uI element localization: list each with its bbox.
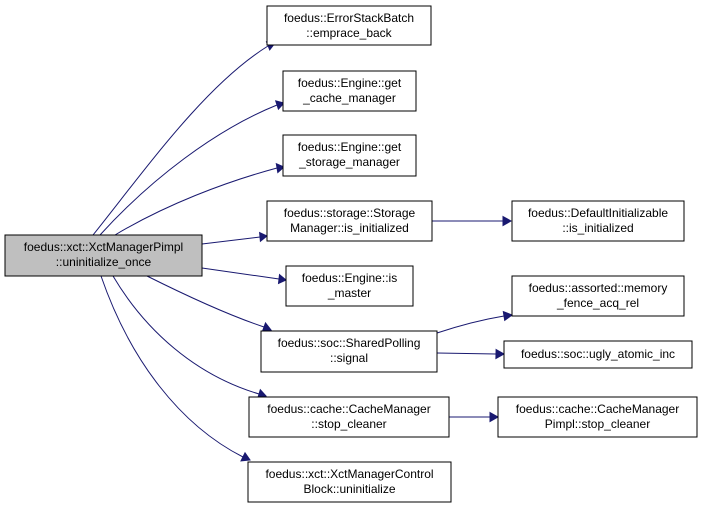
node-ctrlblock-line1: foedus::xct::XctManagerControl [265,467,433,481]
node-getstorage-line1: foedus::Engine::get [298,140,402,154]
edge-root-to-getstorage [114,162,285,236]
node-uglyatomic[interactable]: foedus::soc::ugly_atomic_inc [503,340,693,369]
node-errstack[interactable]: foedus::ErrorStackBatch ::emprace_back [266,5,432,46]
edge-root-to-getcache [99,100,285,236]
node-getcache-line1: foedus::Engine::get [298,76,402,90]
edge-storagemgr-to-definit [432,215,513,227]
node-cachestop[interactable]: foedus::cache::CacheManager ::stop_clean… [248,396,450,438]
edge-root-to-storagemgr [201,231,268,245]
node-root[interactable]: foedus::xct::XctManagerPimpl ::uninitial… [4,234,203,277]
node-storagemgr-line1: foedus::storage::Storage [284,206,416,220]
edge-root-to-cachestop [112,275,267,400]
node-getstorage-line2: _storage_manager [298,155,400,169]
node-sharedpolling-line2: ::signal [330,351,368,365]
node-storagemgr[interactable]: foedus::storage::Storage Manager::is_ini… [266,200,433,242]
edge-root-to-errstack [92,41,276,236]
edge-root-to-sharedpolling [146,275,272,332]
node-ismaster[interactable]: foedus::Engine::is _master [285,265,414,307]
node-cachestop-line1: foedus::cache::CacheManager [267,402,430,416]
node-ismaster-line1: foedus::Engine::is [302,271,397,285]
node-errstack-line1: foedus::ErrorStackBatch [284,11,414,25]
node-getcache[interactable]: foedus::Engine::get _cache_manager [282,70,417,112]
node-definit-line1: foedus::DefaultInitializable [528,206,668,220]
node-definit-line2: ::is_initialized [562,221,633,235]
node-sharedpolling-line1: foedus::soc::SharedPolling [278,336,421,350]
edge-sharedpolling-to-uglyatomic [436,348,506,360]
edge-root-to-ctrlblock [100,275,251,462]
node-storagemgr-line2: Manager::is_initialized [290,221,409,235]
node-getcache-line2: _cache_manager [302,91,396,105]
node-pimplstop-line1: foedus::cache::CacheManager [516,402,679,416]
edge-cachestop-to-pimplstop [449,411,500,423]
node-pimplstop-line2: Pimpl::stop_cleaner [545,417,650,431]
edge-sharedpolling-to-memfence [436,310,514,334]
node-root-line1: foedus::xct::XctManagerPimpl [24,240,183,254]
edge-root-to-ismaster [201,267,287,285]
node-cachestop-line2: ::stop_cleaner [311,417,386,431]
node-ctrlblock[interactable]: foedus::xct::XctManagerControl Block::un… [247,461,452,503]
node-definit[interactable]: foedus::DefaultInitializable ::is_initia… [511,200,685,242]
node-memfence[interactable]: foedus::assorted::memory _fence_acq_rel [511,275,685,317]
node-memfence-line2: _fence_acq_rel [556,296,639,310]
node-ctrlblock-line2: Block::uninitialize [303,482,395,496]
node-uglyatomic-line1: foedus::soc::ugly_atomic_inc [521,347,675,361]
node-root-line2: ::uninitialize_once [56,255,152,269]
node-pimplstop[interactable]: foedus::cache::CacheManager Pimpl::stop_… [497,396,698,438]
node-sharedpolling[interactable]: foedus::soc::SharedPolling ::signal [260,330,438,373]
node-errstack-line2: ::emprace_back [306,26,392,40]
node-getstorage[interactable]: foedus::Engine::get _storage_manager [282,134,417,177]
node-ismaster-line2: _master [327,286,371,300]
node-memfence-line1: foedus::assorted::memory [529,281,668,295]
